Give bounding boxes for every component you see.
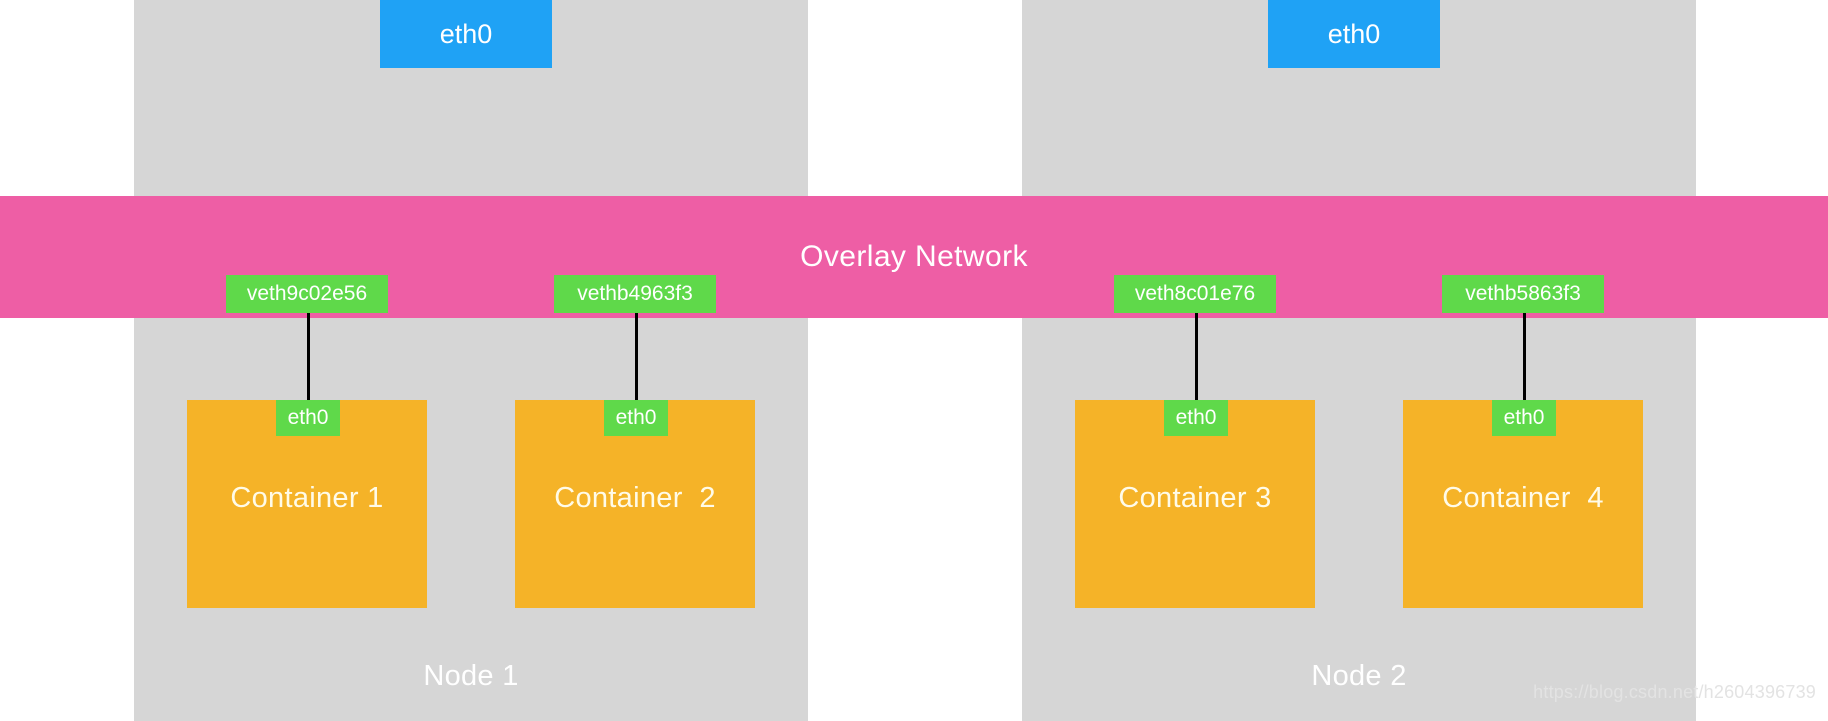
node-label-1: Node 1 [423,660,519,692]
veth-chip-vethb4963f3: vethb4963f3 [554,275,716,313]
container-name-4: Container 4 [1442,482,1604,514]
node-panel-2: Node 2 [1022,0,1696,721]
host-eth0-node-1: eth0 [380,0,552,68]
veth-chip-veth8c01e76: veth8c01e76 [1114,275,1276,313]
connector-wire-container-3 [1195,307,1198,410]
node-panel-1: Node 1 [134,0,808,721]
veth-chip-veth9c02e56: veth9c02e56 [226,275,388,313]
container-eth0-1: eth0 [276,400,340,436]
container-eth0-3: eth0 [1164,400,1228,436]
host-eth0-node-2: eth0 [1268,0,1440,68]
container-name-1: Container 1 [230,482,384,514]
container-name-2: Container 2 [554,482,716,514]
connector-wire-container-2 [635,307,638,410]
watermark: https://blog.csdn.net/h2604396739 [1533,682,1816,702]
veth-chip-vethb5863f3: vethb5863f3 [1442,275,1604,313]
node-label-2: Node 2 [1311,660,1407,692]
container-eth0-2: eth0 [604,400,668,436]
container-name-3: Container 3 [1118,482,1272,514]
connector-wire-container-1 [307,307,310,410]
container-eth0-4: eth0 [1492,400,1556,436]
overlay-network-label: Overlay Network [800,240,1028,273]
connector-wire-container-4 [1523,307,1526,410]
container-box-2: Container 2 [515,400,755,608]
